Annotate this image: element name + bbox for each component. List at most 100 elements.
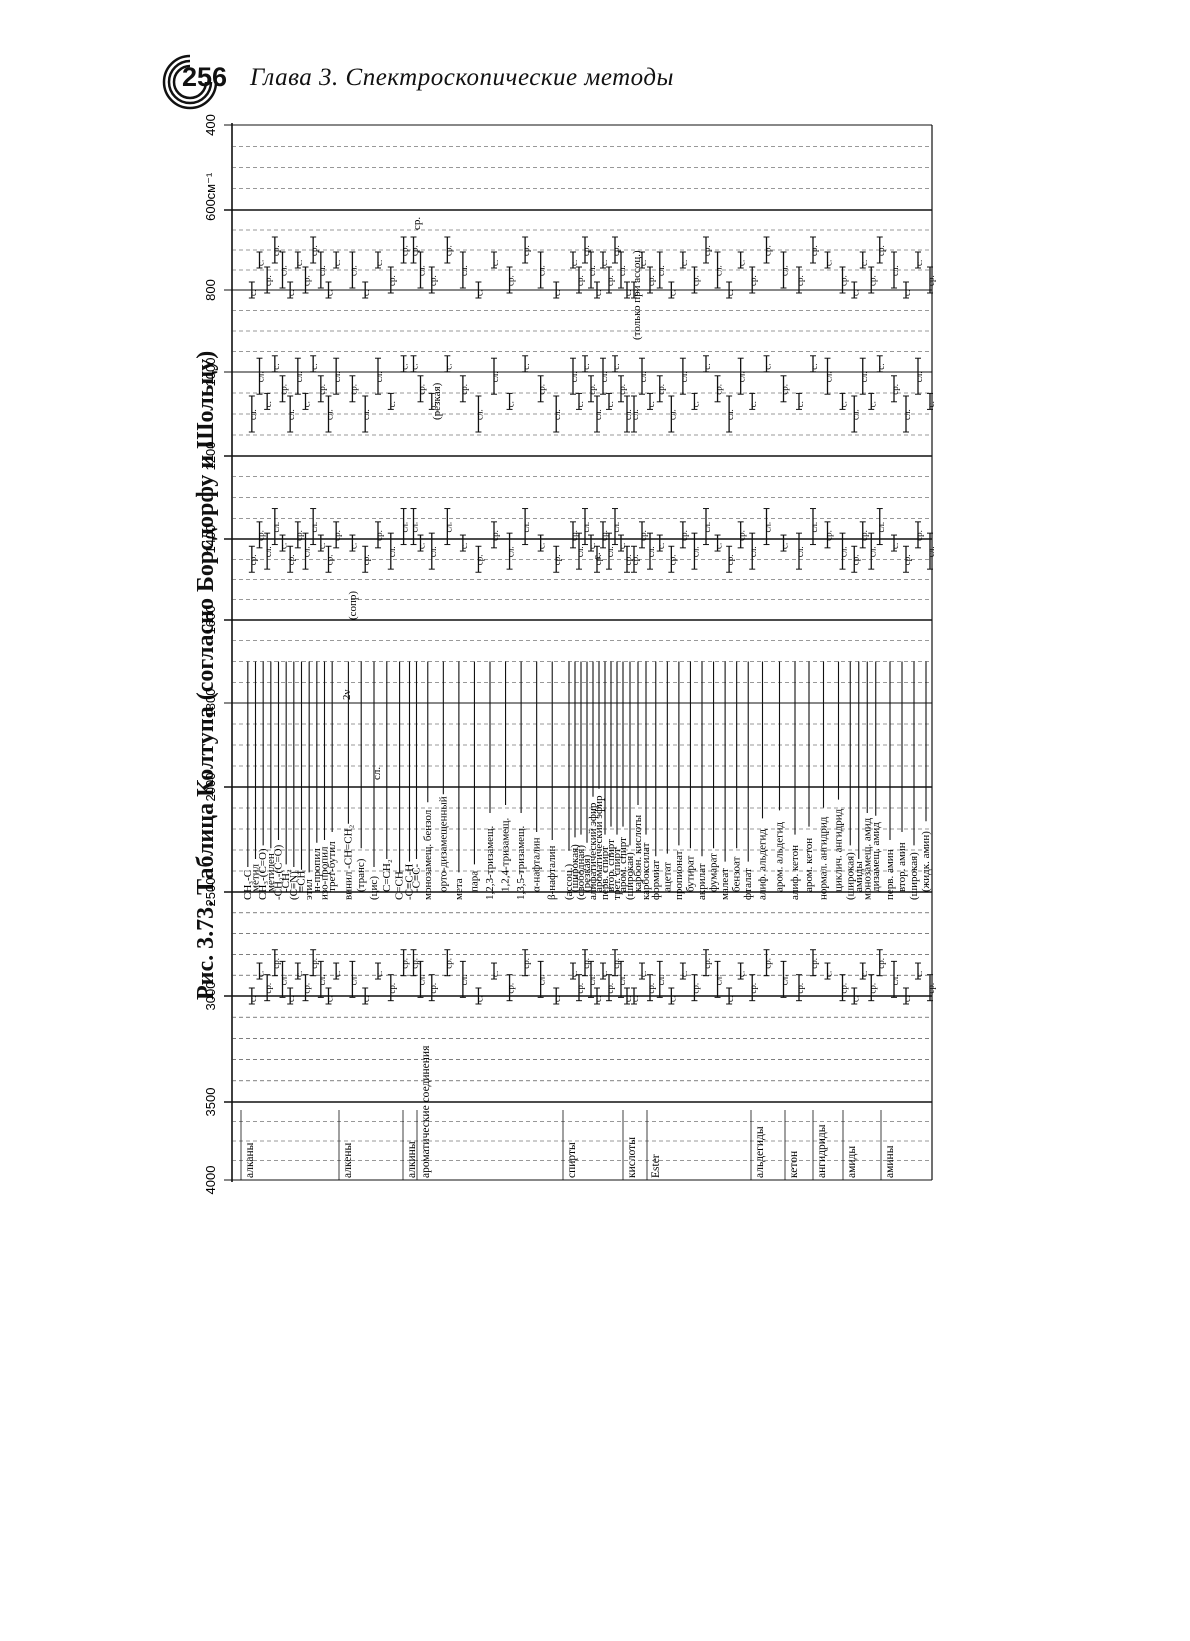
compound-label: (жидк. амин) [920, 831, 932, 892]
band-intensity-label: сл. [552, 409, 562, 420]
band-intensity-label: ср. [374, 530, 384, 541]
band-intensity-label: с. [348, 543, 358, 549]
band-intensity-label: с. [581, 364, 591, 370]
band-intensity-label: с. [374, 971, 384, 977]
axis-tick-label: 400 [203, 114, 218, 136]
axis-tick-label: 2000 [203, 773, 218, 802]
band-intensity-label: сл. [638, 371, 648, 382]
compound-label: малеат [719, 868, 731, 900]
axis-tick-label: 1800 [203, 689, 218, 718]
band-intensity-label: с. [926, 401, 936, 407]
band-intensity-label: сл. [537, 265, 547, 276]
band-intensity-label: ср. [317, 384, 327, 395]
band-intensity-label: сл. [317, 975, 327, 986]
band-intensity-label: с. [256, 260, 266, 266]
band-intensity-label: сл. [876, 522, 886, 533]
band-intensity-label: сл. [748, 546, 758, 557]
band-intensity-label: с. [667, 290, 677, 296]
compound-label: -C≡C- [411, 863, 423, 892]
band-intensity-label: ср. [387, 983, 397, 994]
band-intensity-label: с. [679, 971, 689, 977]
band-intensity-label: ср. [737, 530, 747, 541]
band-intensity-label: ср. [795, 275, 805, 286]
band-intensity-label: ср. [271, 245, 281, 256]
group-label: кетон [788, 1151, 800, 1178]
band-intensity-label: сл. [302, 546, 312, 557]
band-intensity-label: с. [914, 260, 924, 266]
band-intensity-label: ср. [581, 958, 591, 969]
band-intensity-label: сл. [317, 265, 327, 276]
band-intensity-label: сл. [737, 371, 747, 382]
band-intensity-label: с. [914, 971, 924, 977]
compound-label: формиат [650, 860, 662, 900]
band-intensity-label: ср. [521, 245, 531, 256]
band-intensity-label: с. [690, 401, 700, 407]
band-intensity-label: с. [361, 290, 371, 296]
compound-label: перв. амин [884, 849, 896, 900]
band-intensity-label: сл. [361, 409, 371, 420]
compound-label: метил [250, 863, 262, 892]
band-intensity-label: ср. [474, 555, 484, 566]
page-number: 256 [182, 62, 228, 92]
axis-tick-label: 1400 [203, 525, 218, 554]
band-intensity-label: с. [569, 260, 579, 266]
band-intensity-label: сл. [839, 546, 849, 557]
chart-axis: 4000350030002500200018001600140012001000… [203, 114, 218, 1194]
band-intensity-label: с. [850, 996, 860, 1002]
band-intensity-label: сл. [443, 522, 453, 533]
compound-label: втор. амин [896, 842, 908, 892]
group-label: алкины [406, 1141, 418, 1178]
compound-label: изо-пропил [319, 846, 331, 900]
band-intensity-label: с. [490, 260, 500, 266]
band-intensity-label: сл. [605, 546, 615, 557]
band-intensity-label: сл. [795, 546, 805, 557]
band-intensity-label: ср. [348, 384, 358, 395]
band-intensity-label: с. [737, 971, 747, 977]
band-intensity-label: сл. [286, 409, 296, 420]
band-intensity-label: ср. [569, 530, 579, 541]
band-intensity-label: ср. [361, 555, 371, 566]
band-intensity-label: сл. [309, 522, 319, 533]
annotation-label: сл. [371, 767, 383, 780]
band-intensity-label: с. [725, 996, 735, 1002]
publisher-logo-icon [162, 54, 218, 110]
band-intensity-label: ср. [428, 275, 438, 286]
band-intensity-label: ср. [387, 275, 397, 286]
band-intensity-label: с. [256, 971, 266, 977]
band-intensity-label: ср. [575, 275, 585, 286]
compound-label: аром. спирт [617, 837, 629, 892]
band-intensity-label: сл. [575, 546, 585, 557]
band-intensity-label: сл. [417, 265, 427, 276]
band-intensity-label: сл. [332, 371, 342, 382]
band-intensity-label: с. [317, 543, 327, 549]
band-intensity-label: ср. [876, 958, 886, 969]
band-intensity-label: ср. [552, 555, 562, 566]
band-intensity-label: сл. [294, 371, 304, 382]
band-intensity-label: сл. [824, 371, 834, 382]
band-intensity-label: ср. [581, 245, 591, 256]
band-intensity-label: ср. [617, 384, 627, 395]
band-intensity-label: с. [623, 996, 633, 1002]
band-intensity-label: с. [417, 543, 427, 549]
band-intensity-label: с. [552, 290, 562, 296]
band-intensity-label: ср. [286, 555, 296, 566]
band-intensity-label: сл. [867, 546, 877, 557]
compound-label: нормал. ангидрид [818, 816, 830, 900]
annotation-label: (только при ассоц.) [631, 250, 643, 340]
band-intensity-label: сл. [348, 265, 358, 276]
band-intensity-label: с. [867, 401, 877, 407]
band-intensity-label: ср. [890, 384, 900, 395]
compound-label: 1,3,5-тризамещ. [515, 825, 527, 900]
compound-label: циклич. ангидрид [833, 808, 845, 892]
band-intensity-label: с. [294, 971, 304, 977]
axis-unit-label: см⁻¹ [203, 172, 218, 199]
axis-tick-label: 3000 [203, 982, 218, 1011]
band-intensity-label: с. [443, 364, 453, 370]
band-intensity-label: сл. [569, 371, 579, 382]
compound-label: мета [453, 878, 465, 900]
axis-tick-label: 1200 [203, 442, 218, 471]
band-intensity-label: ср. [521, 958, 531, 969]
band-intensity-label: ср. [623, 555, 633, 566]
group-label: амиды [846, 1146, 858, 1178]
band-intensity-label: с. [587, 543, 597, 549]
